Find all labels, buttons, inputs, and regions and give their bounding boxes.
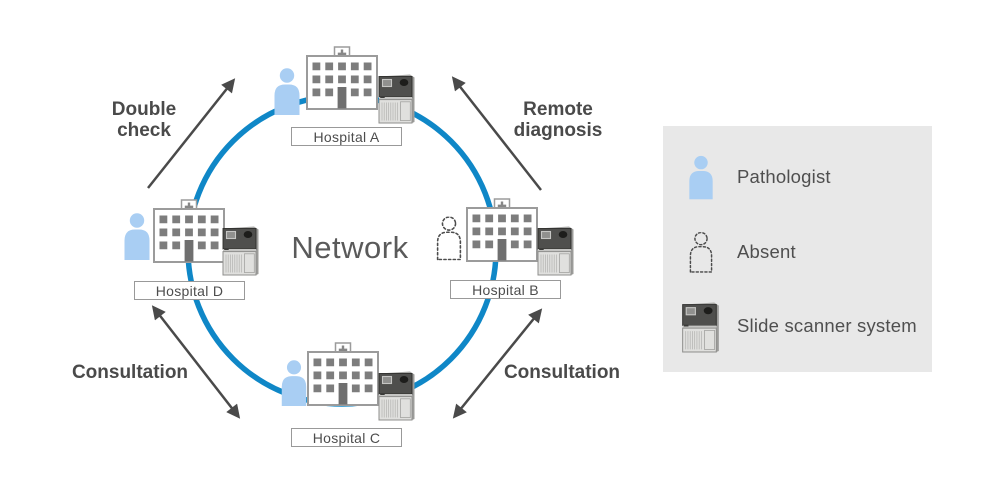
hospital-building-icon <box>153 199 225 263</box>
absent-icon <box>688 231 714 274</box>
flow-label-remote-diagnosis: Remote diagnosis <box>513 99 603 142</box>
legend-label: Pathologist <box>737 166 831 187</box>
legend-item-pathologist: Pathologist <box>675 154 831 200</box>
consultation-left-arrow <box>151 305 241 419</box>
legend-item-slide-scanner: Slide scanner system <box>675 300 917 352</box>
consultation-right-arrow <box>452 308 543 419</box>
slide-scanner-icon <box>377 369 417 421</box>
legend-item-absent: Absent <box>675 230 796 274</box>
pathologist-icon <box>279 360 309 406</box>
legend-label: Absent <box>737 241 796 262</box>
hospital-building-icon <box>306 46 378 110</box>
legend-label: Slide scanner system <box>737 315 917 336</box>
slide-scanner-icon <box>680 300 722 353</box>
hospital-building-icon <box>307 342 379 406</box>
flow-label-double-check: Double check <box>111 99 177 142</box>
absent-icon <box>435 216 463 261</box>
hospital-c-label: Hospital C <box>291 428 402 447</box>
hospital-a-label: Hospital A <box>291 127 402 146</box>
double-check-arrow <box>147 78 236 189</box>
pathologist-icon <box>272 68 302 115</box>
legend-panel: Pathologist Absent Slide scanner system <box>663 126 932 372</box>
slide-scanner-icon <box>221 224 261 276</box>
hospital-b-label: Hospital B <box>450 280 561 299</box>
network-center-label: Network <box>291 230 409 265</box>
slide-scanner-icon <box>536 224 576 276</box>
pathologist-icon <box>687 155 715 200</box>
hospital-d-label: Hospital D <box>134 281 245 300</box>
flow-label-consultation-left: Consultation <box>71 362 189 383</box>
slide-scanner-icon <box>377 72 417 124</box>
pathologist-icon <box>122 213 152 260</box>
flow-label-consultation-right: Consultation <box>503 362 621 383</box>
remote-diagnosis-arrow <box>451 76 542 191</box>
hospital-building-icon <box>466 198 538 262</box>
